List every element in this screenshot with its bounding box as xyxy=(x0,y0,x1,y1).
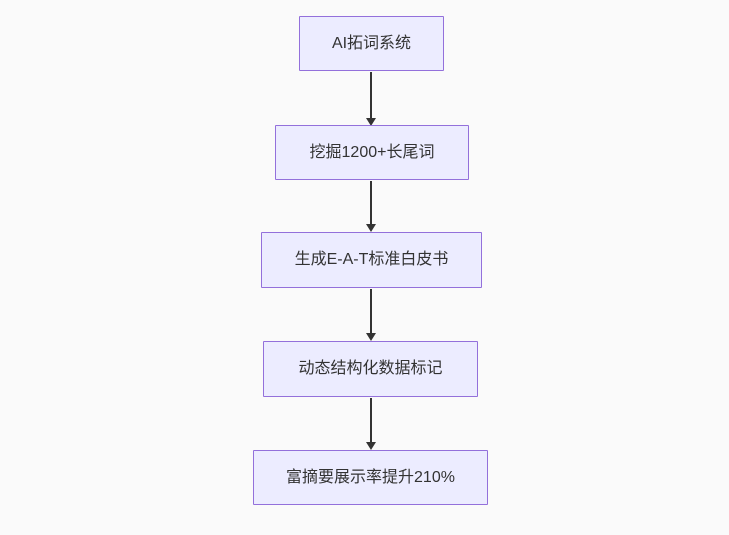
flow-arrow-down-3 xyxy=(366,289,376,341)
flow-arrow-down-4 xyxy=(366,398,376,450)
flow-node-structured-data-markup: 动态结构化数据标记 xyxy=(263,341,478,397)
flow-node-eat-whitepaper: 生成E-A-T标准白皮书 xyxy=(261,232,482,288)
flow-node-label: AI拓词系统 xyxy=(331,34,412,52)
flow-node-label: 动态结构化数据标记 xyxy=(298,360,443,377)
flow-node-longtail-mining: 挖掘1200+长尾词 xyxy=(275,125,469,180)
flow-arrow-down-2 xyxy=(366,181,376,232)
flow-node-ai-keyword-system: AI拓词系统 xyxy=(299,16,444,71)
flow-node-rich-snippet-result: 富摘要展示率提升210% xyxy=(253,450,488,505)
flow-node-label: 挖掘1200+长尾词 xyxy=(309,143,435,161)
flow-node-label: 富摘要展示率提升210% xyxy=(286,468,455,486)
flow-node-label: 生成E-A-T标准白皮书 xyxy=(294,251,449,268)
flow-arrow-down-1 xyxy=(366,72,376,126)
